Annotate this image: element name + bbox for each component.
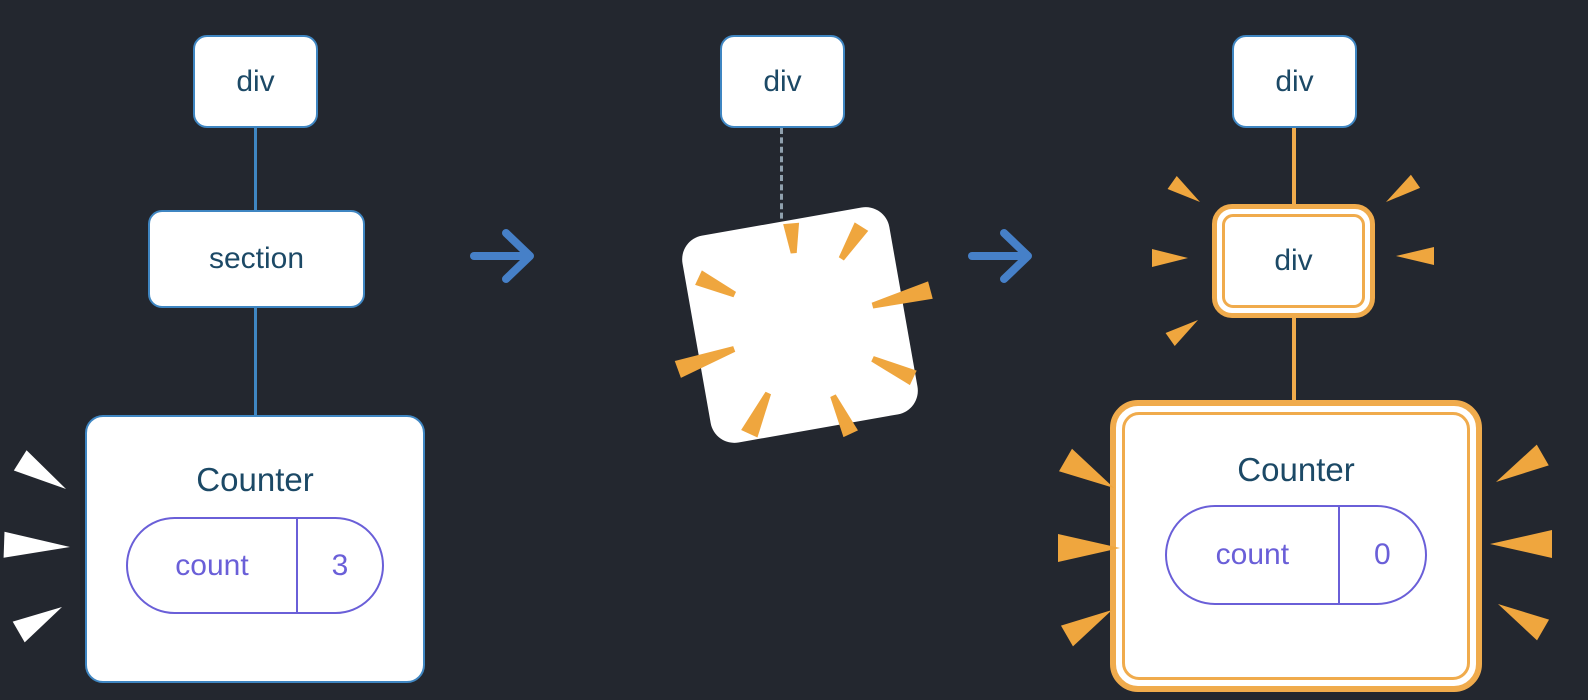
tree-node-section: section — [148, 210, 365, 308]
counter-component-highlighted: Counter count 0 — [1110, 400, 1482, 692]
node-label: div — [236, 64, 275, 98]
state-key-label: count — [175, 548, 249, 582]
burst-icon — [1490, 444, 1552, 641]
tree-connector — [254, 128, 257, 210]
state-key-label: count — [1215, 538, 1290, 571]
tree-connector-orange — [1292, 128, 1296, 205]
tree-node-div-root-right: div — [1232, 35, 1357, 128]
state-value: 3 — [296, 519, 382, 612]
tree-connector — [254, 308, 257, 415]
counter-title: Counter — [1237, 451, 1355, 488]
state-pill: count 3 — [126, 517, 384, 614]
tree-node-div-root-left: div — [193, 35, 318, 128]
dashed-connector — [780, 128, 783, 228]
tree-node-div-root-middle: div — [720, 35, 845, 128]
counter-title: Counter — [196, 461, 314, 498]
state-value: 0 — [1337, 507, 1425, 603]
node-label: div — [1275, 64, 1314, 98]
node-label: div — [1222, 214, 1365, 308]
arrow-right-icon — [470, 229, 534, 283]
poof-icon — [3, 450, 70, 643]
burst-icon — [1152, 174, 1434, 347]
tree-connector-orange — [1292, 318, 1296, 400]
tree-node-div-new-highlighted: div — [1212, 204, 1375, 318]
explosion-icon — [674, 207, 933, 443]
burst-icon — [1058, 448, 1120, 647]
counter-component: Counter count 0 — [1122, 412, 1470, 680]
state-pill: count 0 — [1165, 505, 1427, 605]
counter-component: Counter count 3 — [85, 415, 425, 683]
node-label: section — [208, 242, 305, 275]
node-label: div — [763, 64, 802, 98]
arrow-right-icon — [968, 229, 1032, 283]
